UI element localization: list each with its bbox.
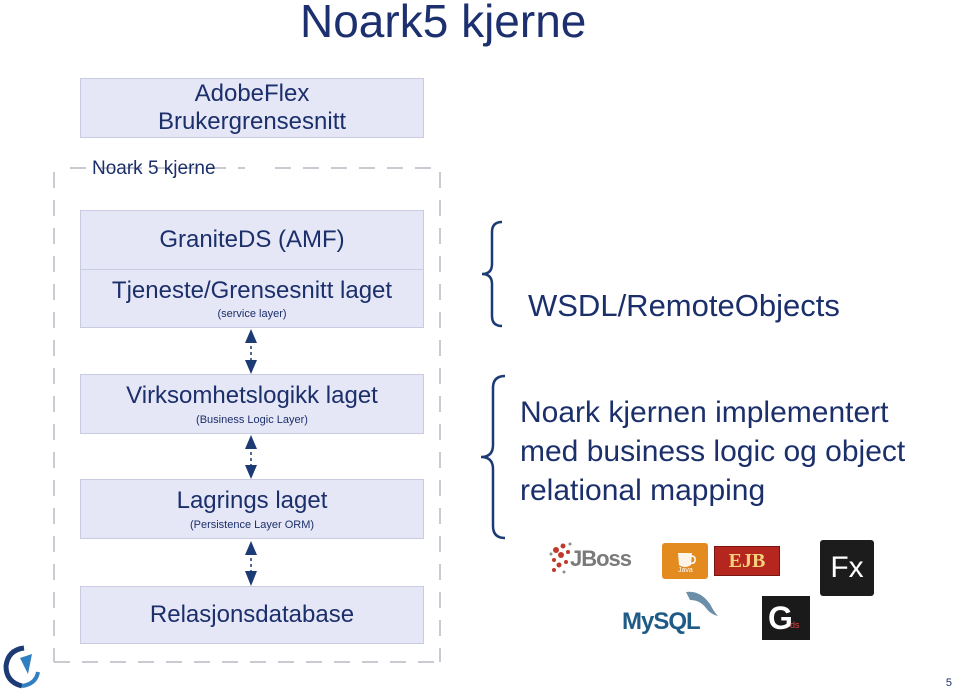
impl-brace-icon xyxy=(480,374,506,540)
company-logo-icon xyxy=(3,645,40,689)
flex-logo: Fx xyxy=(820,540,874,596)
slide-title: Noark5 kjerne xyxy=(300,0,587,47)
arrow-head-down-icon xyxy=(245,465,257,479)
granite-row: GraniteDS (AMF) xyxy=(81,211,423,270)
container-label: Noark 5 kjerne xyxy=(92,158,216,179)
granite-label: GraniteDS (AMF) xyxy=(159,226,345,254)
java-cup-icon xyxy=(678,553,696,567)
wsdl-annotation: WSDL/RemoteObjects xyxy=(528,288,840,323)
impl-line2: med business logic og object xyxy=(520,435,906,468)
jboss-logo: JBoss xyxy=(548,540,648,584)
mysql-text: MySQL xyxy=(622,608,701,635)
ejb-text: EJB xyxy=(728,549,766,572)
gds-g-text: G xyxy=(768,600,793,636)
arrow-head-down-icon xyxy=(245,571,257,586)
gds-logo: G ds xyxy=(762,596,810,640)
persistence-sub: (Persistence Layer ORM) xyxy=(189,518,315,531)
database-label: Relasjonsdatabase xyxy=(149,601,355,629)
page-number: 5 xyxy=(945,677,952,689)
database-box: Relasjonsdatabase xyxy=(80,586,424,644)
persistence-label: Lagrings laget xyxy=(176,487,328,515)
adobeflex-line2: Brukergrensesnitt xyxy=(157,108,347,135)
adobeflex-line1: AdobeFlex xyxy=(194,80,310,108)
business-sub: (Business Logic Layer) xyxy=(196,413,308,426)
arrow-head-up-icon xyxy=(245,329,257,343)
jboss-dots-icon xyxy=(549,542,572,574)
arrow-head-down-icon xyxy=(245,360,257,374)
business-label: Virksomhetslogikk laget xyxy=(126,382,378,410)
business-layer-box: Virksomhetslogikk laget (Business Logic … xyxy=(80,374,424,434)
java-text: Java xyxy=(678,567,693,574)
impl-line3: relational mapping xyxy=(520,474,766,507)
java-logo: Java xyxy=(662,543,708,579)
mysql-logo: MySQL xyxy=(622,586,722,636)
ejb-logo: EJB xyxy=(714,546,780,576)
adobeflex-box: AdobeFlex Brukergrensesnitt xyxy=(80,78,424,138)
mysql-dolphin-icon xyxy=(686,591,718,616)
service-layer-box: GraniteDS (AMF) Tjeneste/Grensesnitt lag… xyxy=(80,210,424,328)
jboss-text: JBoss xyxy=(570,546,632,571)
fx-text: Fx xyxy=(830,551,864,584)
service-sub: (service layer) xyxy=(217,308,287,321)
persistence-layer-box: Lagrings laget (Persistence Layer ORM) xyxy=(80,479,424,539)
arrow-head-up-icon xyxy=(245,435,257,449)
wsdl-brace-icon xyxy=(481,220,503,328)
gds-sub-text: ds xyxy=(790,620,800,630)
service-row: Tjeneste/Grensesnitt laget (service laye… xyxy=(112,270,392,327)
arrow-head-up-icon xyxy=(245,541,257,555)
impl-line1: Noark kjernen implementert xyxy=(520,396,889,429)
service-label: Tjeneste/Grensesnitt laget xyxy=(111,276,393,304)
impl-annotation: Noark kjernen implementert med business … xyxy=(520,393,905,510)
